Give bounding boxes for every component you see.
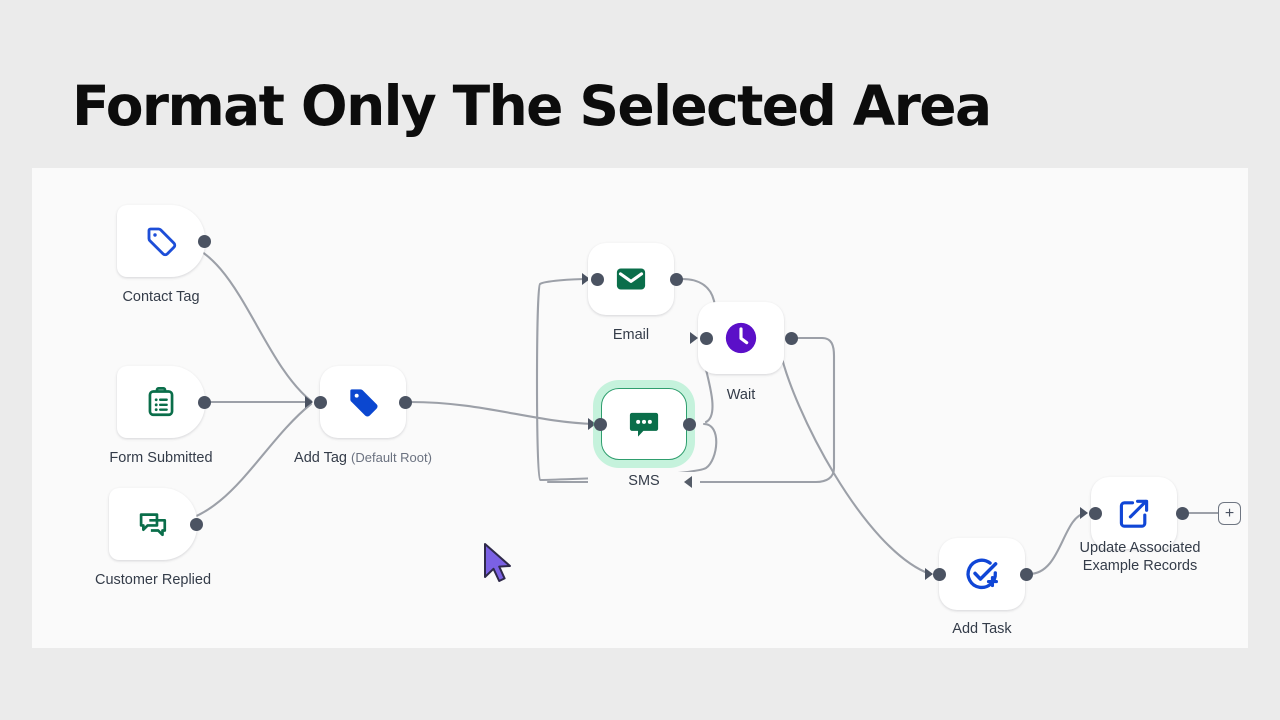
- node-label-text: Update Associated Example Records: [1079, 540, 1201, 574]
- arrow-into-email: [582, 273, 590, 285]
- node-label-wait: Wait: [685, 386, 797, 404]
- node-label-update-records: Update Associated Example Records: [1050, 539, 1230, 575]
- node-label-add-tag: Add Tag (Default Root): [263, 449, 463, 467]
- port-form-submitted-out[interactable]: [198, 396, 211, 409]
- node-label-customer-replied: Customer Replied: [57, 571, 249, 589]
- edge-add-tag-to-sms: [408, 400, 596, 426]
- port-update-records-in[interactable]: [1089, 507, 1102, 520]
- node-add-task[interactable]: [939, 538, 1025, 610]
- node-label-text: Form Submitted: [109, 450, 213, 466]
- node-sublabel-text: (Default Root): [351, 450, 432, 465]
- arrow-into-sms: [588, 418, 596, 430]
- clipboard-list-icon: [148, 387, 174, 417]
- arrow-into-wait: [690, 332, 698, 344]
- port-wait-in[interactable]: [700, 332, 713, 345]
- port-sms-in[interactable]: [594, 418, 607, 431]
- sms-bubble-icon: [629, 412, 659, 437]
- port-contact-tag-out[interactable]: [198, 235, 211, 248]
- node-sms[interactable]: [601, 388, 687, 460]
- port-email-out[interactable]: [670, 273, 683, 286]
- port-customer-replied-out[interactable]: [190, 518, 203, 531]
- node-label-form-submitted: Form Submitted: [65, 449, 257, 467]
- envelope-icon: [616, 268, 646, 290]
- chat-bubbles-icon: [139, 513, 167, 537]
- arrow-into-update-records: [1080, 507, 1088, 519]
- node-label-text: Customer Replied: [94, 572, 212, 588]
- edge-sms-loop-to-email: [535, 277, 718, 482]
- port-update-records-out[interactable]: [1176, 507, 1189, 520]
- node-label-text: Add Task: [952, 621, 1012, 637]
- tag-outline-icon: [147, 227, 177, 257]
- node-customer-replied[interactable]: [109, 488, 197, 560]
- arrow-into-add-task: [925, 568, 933, 580]
- node-label-text: Wait: [726, 387, 756, 403]
- arrow-into-add-tag: [305, 396, 313, 408]
- node-label-text: Add Tag: [294, 450, 347, 466]
- node-label-text: Contact Tag: [122, 289, 200, 305]
- port-wait-out[interactable]: [785, 332, 798, 345]
- node-label-email: Email: [575, 326, 687, 344]
- node-label-add-task: Add Task: [926, 620, 1038, 638]
- port-add-tag-out[interactable]: [399, 396, 412, 409]
- check-circle-plus-icon: [966, 558, 998, 590]
- add-step-button-label: +: [1224, 504, 1235, 522]
- node-label-sms: SMS: [588, 472, 700, 490]
- arrow-sms-loop-back: [684, 476, 692, 488]
- node-add-tag[interactable]: [320, 366, 406, 438]
- port-sms-out[interactable]: [683, 418, 696, 431]
- node-form-submitted[interactable]: [117, 366, 205, 438]
- node-label-contact-tag: Contact Tag: [65, 288, 257, 306]
- node-label-text: SMS: [628, 473, 660, 489]
- port-email-in[interactable]: [591, 273, 604, 286]
- edge-wait-loop-back: [546, 336, 836, 484]
- clock-icon: [725, 322, 757, 354]
- mouse-cursor: [480, 541, 514, 590]
- port-add-task-out[interactable]: [1020, 568, 1033, 581]
- workflow-canvas[interactable]: Contact Tag Form Submitted: [32, 168, 1248, 648]
- edit-square-icon: [1119, 499, 1149, 528]
- node-update-records[interactable]: [1091, 477, 1177, 549]
- tag-filled-icon: [350, 389, 378, 417]
- edge-add-task-to-update-records: [1027, 511, 1088, 576]
- port-add-tag-in[interactable]: [314, 396, 327, 409]
- node-label-text: Email: [612, 327, 650, 343]
- mouse-pointer-icon: [484, 543, 511, 582]
- edge-wait-to-add-task: [778, 348, 932, 576]
- node-contact-tag[interactable]: [117, 205, 205, 277]
- page-title: Format Only The Selected Area: [72, 74, 992, 138]
- port-add-task-in[interactable]: [933, 568, 946, 581]
- add-step-button[interactable]: +: [1218, 502, 1241, 525]
